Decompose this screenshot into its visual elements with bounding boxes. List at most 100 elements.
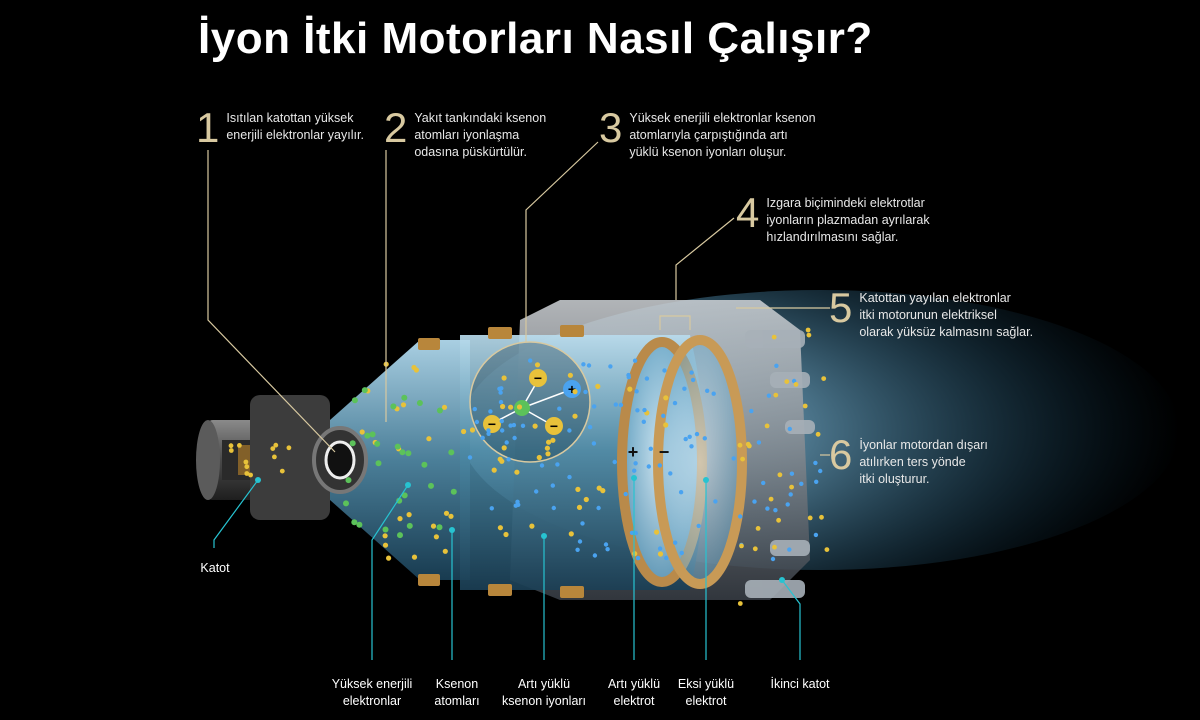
ion-particle bbox=[512, 435, 517, 441]
electron-particle bbox=[567, 372, 574, 378]
leader-line-4-bracket bbox=[659, 315, 691, 330]
electron-particle bbox=[382, 542, 389, 548]
exhaust-electron-particle bbox=[824, 547, 830, 552]
ion-particle bbox=[528, 358, 533, 363]
step-text: Izgara biçimindeki elektrotlar iyonların… bbox=[766, 196, 930, 244]
electron-particle bbox=[663, 422, 669, 428]
leader-line-3 bbox=[525, 141, 599, 342]
xenon-particle bbox=[421, 461, 428, 468]
ion-particle bbox=[687, 434, 692, 439]
xenon-particle bbox=[361, 387, 368, 394]
label-positive-electrode: Artı yüklü elektrot bbox=[607, 677, 661, 708]
ion-particle bbox=[711, 391, 716, 396]
cathode-electron-particle bbox=[272, 454, 277, 460]
ion-particle bbox=[635, 408, 640, 413]
ion-particle bbox=[738, 514, 743, 519]
electron-particle bbox=[497, 525, 503, 531]
exhaust-electron-particle bbox=[740, 456, 745, 462]
ion-particle bbox=[766, 393, 772, 398]
electron-particle bbox=[359, 429, 365, 435]
collision-inset: − − − + bbox=[469, 341, 591, 463]
ion-particle bbox=[689, 370, 694, 375]
exhaust-electron-particle bbox=[768, 496, 774, 502]
ion-particle bbox=[555, 462, 560, 467]
electron-particle bbox=[550, 437, 556, 443]
leader-line-1 bbox=[207, 150, 336, 453]
ion-particle bbox=[577, 539, 583, 544]
ion-particle bbox=[567, 474, 572, 480]
electron-particle bbox=[500, 403, 506, 410]
step-5: 5 Katottan yayılan elektronlar itki moto… bbox=[829, 287, 1033, 341]
ion-particle bbox=[773, 508, 778, 513]
ion-particle bbox=[486, 431, 491, 436]
ion-particle bbox=[657, 546, 663, 551]
ion-particle bbox=[683, 436, 688, 442]
electron-particle bbox=[400, 402, 407, 408]
electron-particle bbox=[575, 486, 581, 492]
page-title: İyon İtki Motorları Nasıl Çalışır? bbox=[198, 14, 873, 63]
ion-particle bbox=[696, 523, 701, 529]
exhaust-electron-particle bbox=[784, 379, 790, 384]
electron-particle bbox=[411, 554, 418, 560]
ion-particle bbox=[498, 399, 504, 405]
ion-particle bbox=[664, 555, 669, 561]
ion-particle bbox=[765, 506, 770, 511]
electron-particle bbox=[572, 389, 578, 395]
ion-particle bbox=[661, 413, 666, 418]
exhaust-electron-particle bbox=[776, 517, 781, 523]
xenon-particle bbox=[374, 440, 381, 447]
ion-particle bbox=[592, 404, 597, 409]
xenon-particle bbox=[369, 431, 376, 438]
ion-particle bbox=[633, 461, 638, 466]
electron-particle bbox=[654, 529, 660, 535]
electron-particle bbox=[443, 510, 450, 516]
ion-particle bbox=[648, 446, 653, 451]
electron-particle bbox=[532, 423, 538, 429]
leader-lines bbox=[207, 141, 830, 660]
cathode-electron-particle bbox=[228, 448, 234, 453]
electron-particle bbox=[497, 456, 503, 462]
electron-particle bbox=[529, 523, 535, 529]
xenon-particle bbox=[450, 488, 457, 495]
step-text: İyonlar motordan dışarı atılırken ters y… bbox=[859, 438, 988, 486]
ion-particle bbox=[814, 479, 819, 484]
ion-particle bbox=[603, 542, 609, 547]
ion-particle bbox=[498, 390, 503, 395]
electron-particle bbox=[411, 364, 417, 371]
xenon-atom-inset bbox=[514, 400, 530, 416]
electron-particle bbox=[545, 451, 551, 457]
ion-particle bbox=[618, 402, 624, 408]
ion-particle bbox=[612, 459, 617, 465]
step-number: 2 bbox=[384, 104, 408, 151]
xenon-particle bbox=[436, 524, 443, 531]
xenon-particle bbox=[343, 500, 349, 507]
ion-particle bbox=[635, 555, 641, 561]
electron-particle bbox=[501, 375, 507, 381]
ion-particle bbox=[467, 455, 473, 460]
ion-particle bbox=[592, 553, 598, 558]
label-katot: Katot bbox=[200, 561, 230, 575]
electron-particle bbox=[503, 531, 509, 538]
ion-particle bbox=[587, 424, 593, 430]
ion-particle bbox=[506, 457, 511, 462]
exhaust-electron-particle bbox=[805, 327, 811, 333]
exhaust-electron-particle bbox=[737, 601, 743, 606]
ion-particle bbox=[789, 471, 795, 476]
xenon-particle bbox=[382, 526, 389, 533]
step-number: 3 bbox=[599, 104, 623, 151]
ion-particle bbox=[702, 436, 707, 441]
ionization-chamber-cone bbox=[330, 340, 470, 580]
ion-sign: + bbox=[568, 381, 576, 397]
xenon-particle bbox=[390, 403, 397, 410]
ion-particle bbox=[761, 480, 766, 486]
ion-particle bbox=[515, 499, 520, 504]
ion-particle bbox=[551, 505, 556, 511]
step-number: 4 bbox=[736, 189, 760, 236]
ion-particle bbox=[581, 362, 586, 367]
xenon-particle bbox=[448, 449, 455, 456]
xenon-particle bbox=[375, 460, 382, 467]
electron-particle bbox=[536, 454, 542, 461]
exhaust-electron-particle bbox=[793, 382, 799, 387]
ion-particle bbox=[774, 363, 779, 368]
